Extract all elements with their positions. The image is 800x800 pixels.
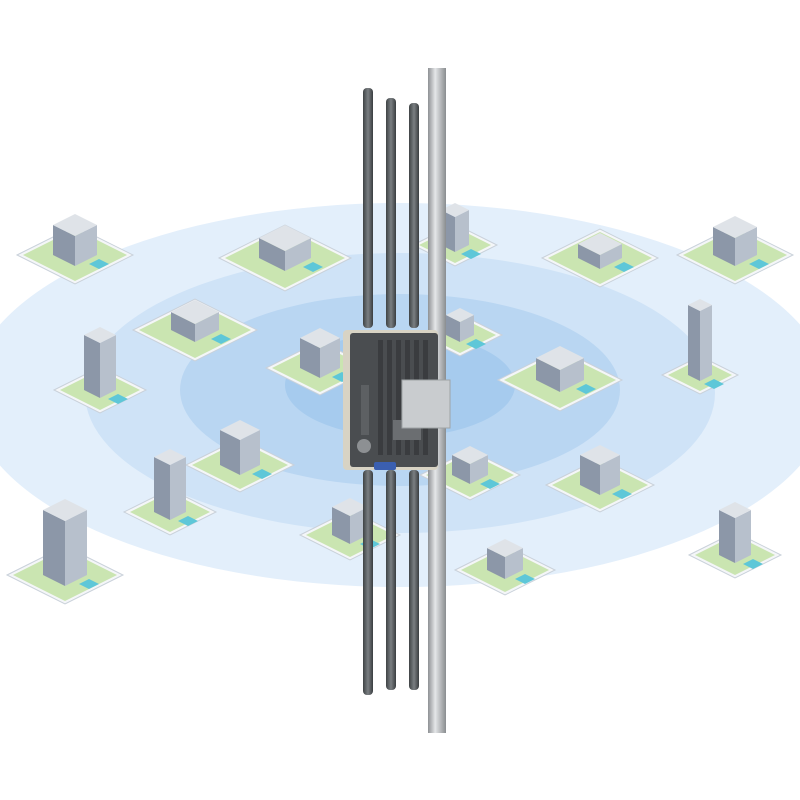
building bbox=[15, 214, 135, 285]
building bbox=[544, 445, 656, 513]
building bbox=[5, 499, 125, 605]
building bbox=[184, 420, 296, 493]
vent-plug bbox=[357, 439, 371, 453]
building bbox=[687, 502, 783, 579]
heatsink-fin bbox=[378, 340, 383, 455]
buildings bbox=[5, 203, 795, 605]
led-panel bbox=[361, 385, 369, 435]
antenna-middle bbox=[386, 98, 396, 690]
building bbox=[122, 449, 218, 536]
access-point-device bbox=[343, 330, 451, 470]
building bbox=[675, 216, 795, 285]
antenna-right bbox=[409, 103, 419, 690]
heatsink-fin bbox=[387, 340, 392, 455]
building bbox=[496, 346, 624, 412]
building bbox=[131, 298, 259, 362]
ethernet-port bbox=[374, 462, 396, 470]
mounting-bracket bbox=[401, 379, 451, 429]
building bbox=[52, 327, 148, 414]
heatsink-fin bbox=[396, 340, 401, 455]
antennas bbox=[363, 88, 419, 695]
building bbox=[217, 224, 353, 292]
building bbox=[453, 539, 557, 596]
building bbox=[540, 228, 660, 288]
antenna-left bbox=[363, 88, 373, 695]
building bbox=[660, 299, 740, 395]
